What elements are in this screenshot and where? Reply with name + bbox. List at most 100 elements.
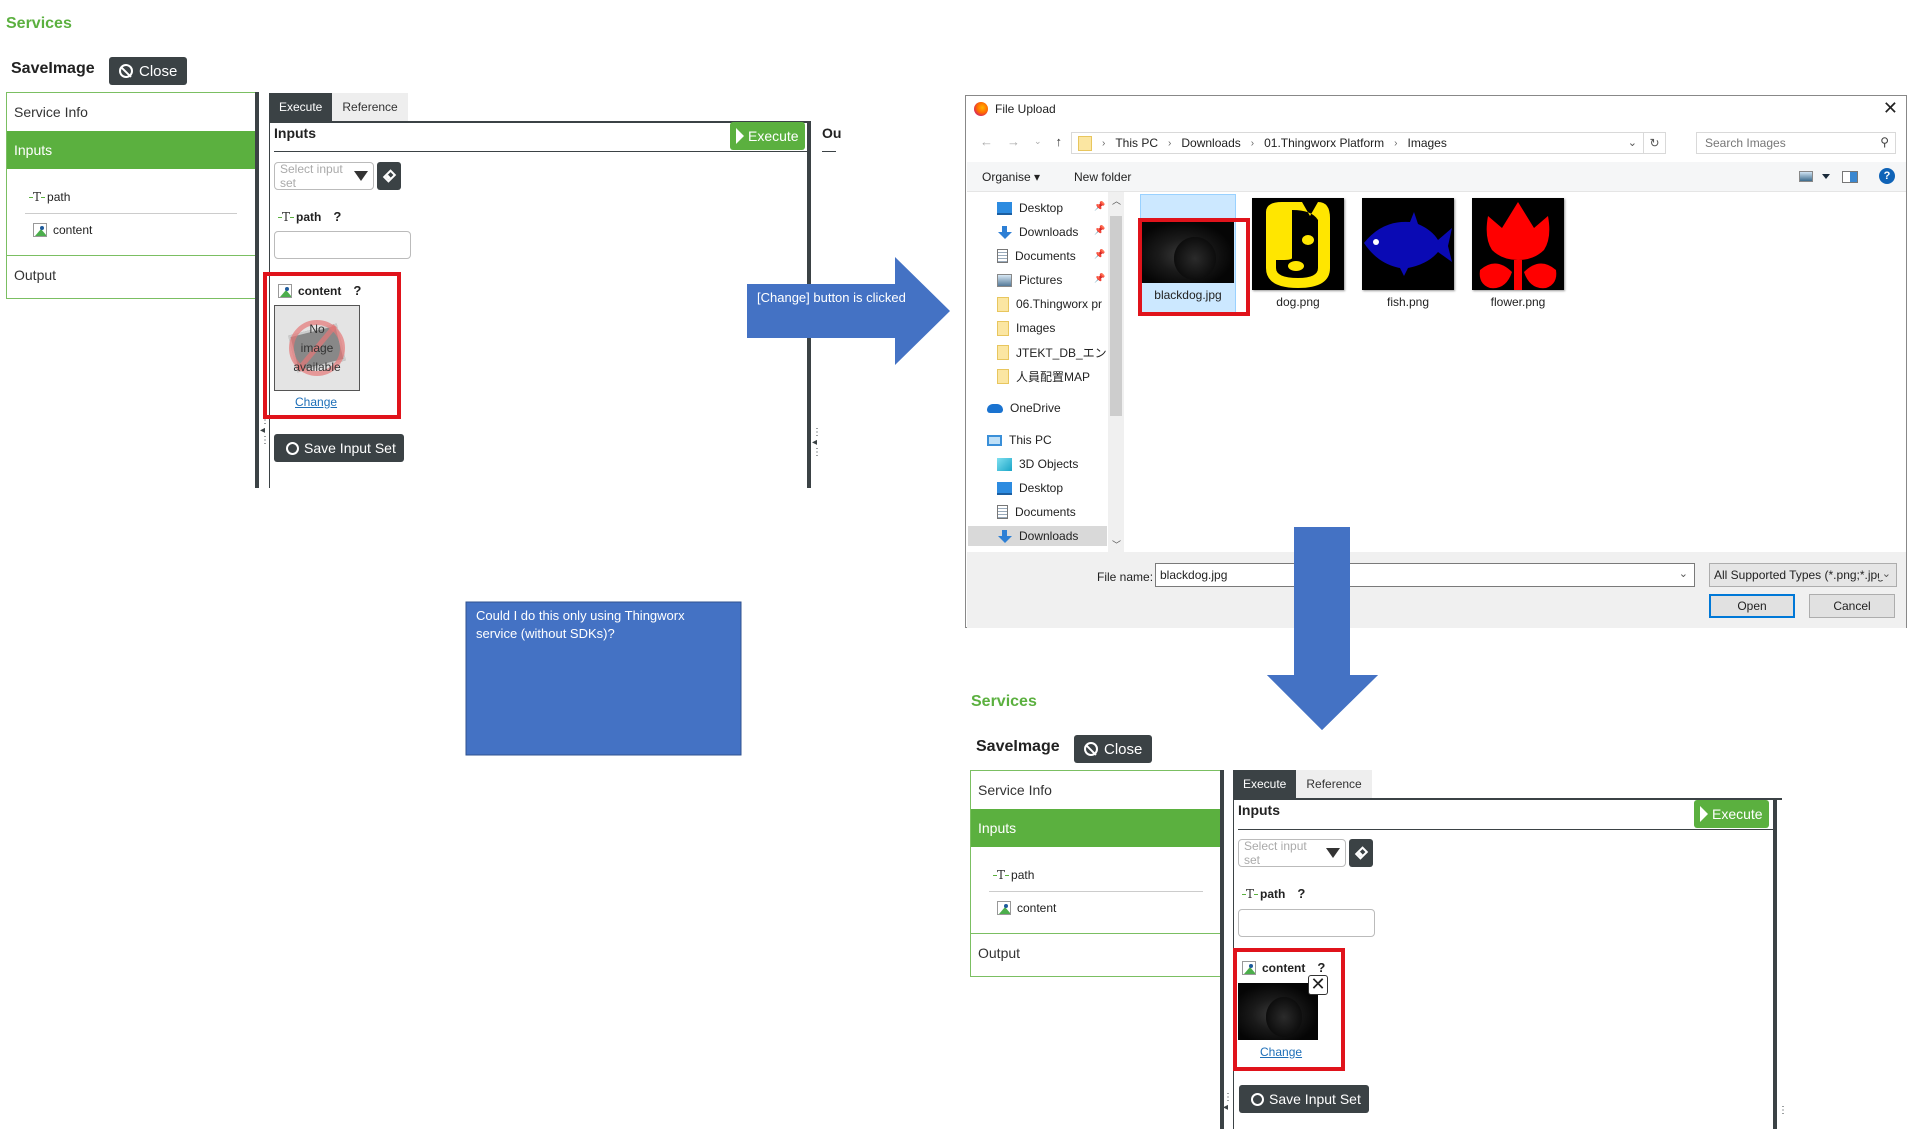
nav-param-path[interactable]: T path	[989, 859, 1203, 891]
nav-param-content[interactable]: content	[25, 213, 237, 245]
chevron-down-icon[interactable]: ⌄	[1627, 137, 1637, 149]
tree-item-desktop[interactable]: Desktop	[997, 198, 1107, 218]
remove-image-button[interactable]: ✕	[1308, 975, 1328, 995]
close-button[interactable]: Close	[1074, 735, 1153, 763]
new-folder-button[interactable]: New folder	[1074, 170, 1132, 184]
execute-button[interactable]: Execute	[1694, 800, 1769, 828]
file-item-dog[interactable]: dog.png	[1250, 198, 1346, 309]
nav-service-info[interactable]: Service Info	[14, 104, 88, 120]
save-input-set-button[interactable]: Save Input Set	[1239, 1085, 1369, 1113]
clear-inputs-button[interactable]	[377, 162, 401, 190]
pin-icon: 📌	[1094, 225, 1106, 235]
tree-item-folder[interactable]: 人員配置MAP	[997, 366, 1107, 386]
scroll-down-icon[interactable]: ﹀	[1112, 540, 1122, 550]
nav-output[interactable]: Output	[978, 945, 1021, 961]
refresh-icon[interactable]: ↻	[1643, 133, 1665, 153]
output-splitter[interactable]	[1773, 800, 1777, 1129]
breadcrumb-item[interactable]: Images	[1407, 136, 1447, 150]
downloads-icon	[997, 529, 1012, 543]
computer-icon	[987, 434, 1002, 446]
execute-button[interactable]: Execute	[730, 122, 805, 150]
help-icon[interactable]: ?	[333, 209, 342, 224]
nav-inputs[interactable]: Inputs	[971, 809, 1221, 847]
splitter-handle[interactable]: ⋮◂	[1223, 1092, 1233, 1113]
forward-arrow-icon[interactable]: →	[1007, 134, 1020, 149]
recent-dropdown-icon[interactable]: ⌄	[1034, 136, 1042, 146]
header-rule	[274, 151, 808, 152]
tab-execute[interactable]: Execute	[269, 93, 333, 121]
tree-item-documents[interactable]: Documents	[997, 502, 1107, 522]
ban-icon	[119, 64, 133, 78]
input-set-select[interactable]: Select input set	[274, 162, 374, 190]
address-bar[interactable]: › This PC › Downloads › 01.Thingworx Pla…	[1071, 132, 1666, 154]
dialog-footer: File name: blackdog.jpg ⌄ All Supported …	[967, 552, 1906, 628]
dialog-close-button[interactable]: ✕	[1882, 98, 1898, 118]
organise-button[interactable]: Organise ▾	[982, 170, 1041, 184]
tree-scrollbar[interactable]: ︿ ﹀	[1108, 192, 1124, 552]
tree-item-folder[interactable]: Images	[997, 318, 1107, 338]
nav-service-info[interactable]: Service Info	[978, 782, 1052, 798]
change-link[interactable]: Change	[295, 395, 338, 409]
search-input[interactable]: Search Images ⚲	[1696, 132, 1896, 154]
tree-item-pictures[interactable]: Pictures	[997, 270, 1107, 290]
param-label: path	[1011, 868, 1035, 882]
chevron-down-icon[interactable]: ⌄	[1678, 568, 1688, 580]
help-icon[interactable]: ?	[1317, 960, 1326, 975]
back-arrow-icon[interactable]: ←	[980, 134, 993, 149]
file-item-flower[interactable]: flower.png	[1470, 198, 1566, 309]
change-link[interactable]: Change	[1260, 1045, 1303, 1059]
view-dropdown-icon[interactable]	[1822, 174, 1830, 179]
nav-output[interactable]: Output	[14, 267, 57, 283]
change-view-icon[interactable]	[1799, 171, 1813, 182]
help-icon[interactable]: ?	[353, 283, 362, 298]
help-icon[interactable]: ?	[1879, 168, 1895, 184]
splitter-handle[interactable]: ⋮	[1778, 1105, 1788, 1116]
breadcrumb-item[interactable]: This PC	[1115, 136, 1159, 150]
tree-item-downloads[interactable]: Downloads	[997, 222, 1107, 242]
tree-label: Downloads	[1019, 225, 1079, 239]
file-item-fish[interactable]: fish.png	[1360, 198, 1456, 309]
path-param-label: T path ?	[1241, 886, 1306, 901]
nav-inputs[interactable]: Inputs	[7, 131, 255, 169]
tree-item-documents[interactable]: Documents	[997, 246, 1107, 266]
panel-splitter[interactable]	[255, 92, 259, 488]
tab-execute[interactable]: Execute	[1233, 770, 1297, 798]
tree-item-this-pc[interactable]: This PC	[987, 430, 1097, 450]
cancel-button[interactable]: Cancel	[1809, 594, 1895, 618]
clear-inputs-button[interactable]	[1349, 839, 1373, 867]
tree-item-downloads-selected[interactable]: Downloads	[968, 526, 1107, 546]
up-arrow-icon[interactable]: ↑	[1055, 134, 1063, 149]
input-set-select[interactable]: Select input set	[1238, 839, 1346, 867]
tab-reference[interactable]: Reference	[1296, 770, 1372, 798]
tree-label: 人員配置MAP	[1016, 369, 1091, 384]
nav-param-content[interactable]: content	[989, 891, 1203, 923]
tab-bar: Execute Reference	[1233, 770, 1372, 798]
open-button[interactable]: Open	[1709, 594, 1795, 618]
tab-reference[interactable]: Reference	[332, 93, 408, 121]
file-name-input[interactable]: blackdog.jpg ⌄	[1155, 563, 1695, 587]
tree-item-desktop[interactable]: Desktop	[997, 478, 1107, 498]
file-type-select[interactable]: All Supported Types (*.png;*.jpg ⌄	[1709, 563, 1897, 587]
preview-pane-icon[interactable]	[1842, 171, 1858, 183]
image-type-icon	[1242, 960, 1256, 975]
tree-item-folder[interactable]: 06.Thingworx pr	[997, 294, 1107, 314]
scrollbar-thumb[interactable]	[1110, 216, 1122, 416]
folder-icon	[1078, 135, 1092, 151]
nav-param-path[interactable]: T path	[25, 181, 237, 213]
param-name: path	[1260, 886, 1286, 901]
fish-icon	[1364, 212, 1452, 276]
tree-item-3d-objects[interactable]: 3D Objects	[997, 454, 1107, 474]
close-button[interactable]: Close	[109, 57, 188, 85]
file-name: blackdog.jpg	[1154, 288, 1222, 302]
scroll-up-icon[interactable]: ︿	[1112, 196, 1122, 206]
path-input[interactable]	[274, 231, 411, 259]
tree-item-onedrive[interactable]: OneDrive	[987, 398, 1097, 418]
save-input-set-button[interactable]: Save Input Set	[274, 434, 404, 462]
tree-item-folder[interactable]: JTEKT_DB_エンテ	[997, 342, 1107, 362]
path-input[interactable]	[1238, 909, 1375, 937]
breadcrumb-item[interactable]: 01.Thingworx Platform	[1264, 136, 1385, 150]
help-icon[interactable]: ?	[1297, 886, 1306, 901]
panel-splitter[interactable]	[1220, 770, 1224, 1129]
file-item-blackdog[interactable]: blackdog.jpg	[1140, 194, 1236, 316]
breadcrumb-item[interactable]: Downloads	[1181, 136, 1241, 150]
